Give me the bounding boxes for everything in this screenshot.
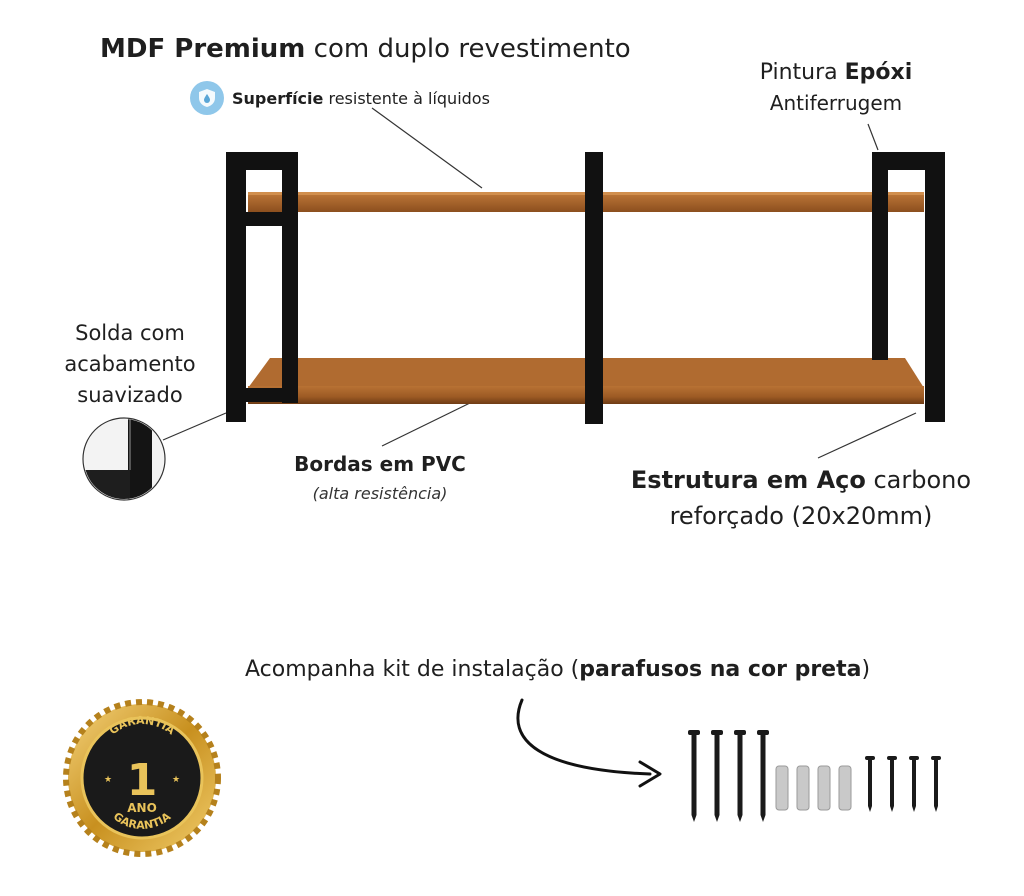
callout-lines — [162, 107, 917, 459]
kit-prefix: Acompanha kit de instalação ( — [245, 657, 580, 682]
badge-number: 1 — [127, 755, 158, 806]
estrutura-bold: Estrutura em Aço — [630, 466, 866, 494]
callout-line-pintura — [867, 123, 879, 151]
right-front-post — [925, 152, 945, 422]
bordas-line2: (alta resistência) — [312, 484, 448, 503]
pintura-label: Pintura Epóxi Antiferrugem — [746, 60, 926, 115]
wall-plugs — [775, 765, 852, 811]
left-lower-rail — [246, 388, 286, 402]
estrutura-line1: Estrutura em Aço carbono — [616, 462, 986, 498]
right-top-bar — [872, 152, 945, 170]
badge-star-right: ★ — [172, 775, 180, 785]
left-front-post — [226, 152, 246, 422]
surface-bold: Superfície — [232, 88, 324, 108]
weld-detail-circle — [82, 417, 166, 501]
warranty-seal-icon: GARANTIA GARANTIA 1 ANO ★ ★ — [63, 699, 221, 857]
callout-line-solda — [162, 412, 227, 441]
steel-frame — [226, 152, 945, 424]
pintura-bold: Epóxi — [844, 60, 913, 85]
bordas-line1: Bordas em PVC — [294, 452, 466, 476]
solda-line2: acabamento — [64, 352, 196, 376]
solda-label: Solda com acabamento suavizado — [40, 318, 220, 411]
surface-feature: Superfície resistente à líquidos — [190, 81, 490, 115]
long-screws — [688, 730, 769, 822]
kit-suffix: ) — [861, 657, 871, 682]
pintura-prefix: Pintura — [759, 60, 845, 85]
estrutura-label: Estrutura em Aço carbono reforçado (20x2… — [616, 462, 986, 534]
callout-line-estrutura — [817, 412, 917, 459]
surface-rest: resistente à líquidos — [323, 88, 490, 108]
bordas-label: Bordas em PVC (alta resistência) — [280, 452, 480, 503]
surface-text: Superfície resistente à líquidos — [232, 89, 490, 108]
mdf-premium-heading: MDF Premium com duplo revestimento — [100, 34, 631, 64]
right-back-post — [872, 165, 888, 360]
callout-line-mdf — [371, 107, 483, 189]
estrutura-line2: reforçado (20x20mm) — [669, 502, 933, 530]
pintura-line2: Antiferrugem — [769, 91, 903, 115]
kit-heading: Acompanha kit de instalação (parafusos n… — [245, 657, 870, 682]
short-screws — [865, 756, 941, 812]
kit-bold: parafusos na cor preta — [579, 657, 862, 682]
left-top-bar — [226, 152, 298, 170]
solda-line3: suavizado — [77, 383, 183, 407]
water-drop-shield-icon — [190, 81, 224, 115]
pintura-line1: Pintura Epóxi — [746, 60, 926, 85]
solda-line1: Solda com — [75, 321, 185, 345]
installation-kit — [688, 730, 941, 822]
estrutura-rest: carbono — [865, 466, 972, 494]
middle-post — [585, 152, 603, 424]
curved-arrow-icon — [516, 698, 662, 788]
badge-star-left: ★ — [104, 775, 112, 785]
callout-line-bordas — [381, 401, 473, 447]
left-upper-rail — [246, 212, 286, 226]
mdf-premium-bold: MDF Premium — [100, 34, 306, 64]
left-back-post — [282, 165, 298, 403]
badge-unit: ANO — [127, 801, 157, 815]
mdf-premium-rest: com duplo revestimento — [305, 34, 631, 64]
